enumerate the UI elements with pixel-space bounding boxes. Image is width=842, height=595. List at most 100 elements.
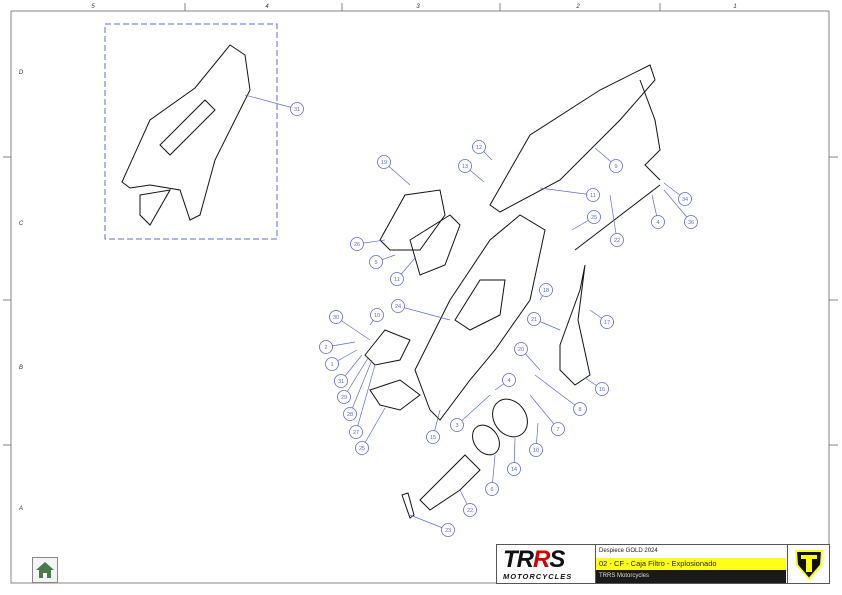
logo-text-red: R bbox=[533, 546, 550, 573]
callout-balloon: 25 bbox=[355, 407, 386, 455]
callout-balloon: 18 bbox=[539, 283, 553, 301]
leader-line bbox=[244, 94, 298, 110]
callout-balloon: 17 bbox=[589, 309, 614, 329]
balloon-circle bbox=[369, 255, 383, 269]
leader-line bbox=[361, 407, 386, 449]
balloon-circle bbox=[609, 159, 623, 173]
balloon-number: 20 bbox=[518, 347, 524, 353]
balloon-number: 27 bbox=[353, 430, 359, 436]
home-button[interactable] bbox=[32, 557, 58, 583]
balloon-circle bbox=[600, 315, 614, 329]
balloon-number: 22 bbox=[614, 238, 620, 244]
balloon-circle bbox=[343, 407, 357, 421]
balloon-circle bbox=[350, 237, 364, 251]
row-label: C bbox=[19, 221, 24, 227]
balloon-circle bbox=[472, 140, 486, 154]
trrs-logo: TRRS MOTORCYCLES bbox=[497, 545, 596, 583]
drawing-frame bbox=[3, 3, 838, 584]
trrs-shield-logo bbox=[787, 545, 830, 583]
balloon-circle bbox=[349, 425, 363, 439]
balloon-circle bbox=[334, 374, 348, 388]
balloon-circle bbox=[337, 390, 351, 404]
leader-line bbox=[456, 394, 491, 426]
balloon-circle bbox=[595, 382, 609, 396]
balloon-number: 10 bbox=[533, 448, 539, 454]
column-label: 1 bbox=[733, 4, 736, 10]
balloon-circle bbox=[441, 523, 455, 537]
home-icon bbox=[36, 562, 54, 578]
balloon-circle bbox=[463, 503, 477, 517]
callout-balloon: 31 bbox=[334, 354, 363, 388]
balloon-number: 12 bbox=[476, 145, 482, 151]
balloon-number: 13 bbox=[462, 164, 468, 170]
balloon-circle bbox=[651, 215, 665, 229]
detail-view-box bbox=[104, 23, 278, 240]
balloon-number: 2 bbox=[324, 345, 327, 351]
callout-balloon: 4 bbox=[651, 194, 665, 229]
callout-balloon: 9 bbox=[594, 147, 623, 173]
callout-balloon: 20 bbox=[514, 342, 541, 371]
balloon-number: 14 bbox=[511, 467, 517, 473]
balloon-circle bbox=[391, 299, 405, 313]
logo-text: TR bbox=[503, 546, 534, 573]
balloon-number: 7 bbox=[556, 427, 559, 433]
balloon-circle bbox=[502, 373, 516, 387]
row-label: A bbox=[18, 506, 23, 512]
balloon-number: 18 bbox=[543, 288, 549, 294]
balloon-number: 30 bbox=[333, 315, 339, 321]
column-label: 4 bbox=[265, 4, 269, 10]
balloon-circle bbox=[450, 418, 464, 432]
balloon-circle bbox=[325, 357, 339, 371]
callout-balloon: 13 bbox=[458, 159, 485, 183]
drawing-series: Despiece GOLD 2024 bbox=[599, 548, 658, 554]
callout-balloon: 5 bbox=[369, 254, 396, 269]
balloon-number: 4 bbox=[656, 220, 659, 226]
leader-line bbox=[529, 394, 559, 430]
row-label: D bbox=[19, 70, 24, 76]
leader-line bbox=[663, 189, 692, 223]
balloon-number: 10 bbox=[374, 313, 380, 319]
callout-balloon: 30 bbox=[329, 310, 371, 341]
callout-balloon: 7 bbox=[529, 394, 565, 436]
callout-balloon: 1 bbox=[325, 349, 358, 371]
balloon-number: 34 bbox=[682, 197, 688, 203]
balloon-number: 11 bbox=[394, 277, 400, 283]
column-label: 2 bbox=[575, 4, 580, 10]
leader-line bbox=[355, 364, 376, 433]
callout-balloon: 34 bbox=[663, 182, 692, 206]
balloon-circle bbox=[610, 233, 624, 247]
callout-balloon: 12 bbox=[472, 140, 493, 161]
callout-balloon: 26 bbox=[350, 237, 386, 251]
balloon-circle bbox=[485, 482, 499, 496]
balloon-number: 8 bbox=[578, 407, 581, 413]
balloon-number: 25 bbox=[359, 446, 365, 452]
balloon-number: 29 bbox=[341, 395, 347, 401]
balloon-number: 1 bbox=[330, 362, 333, 368]
balloon-circle bbox=[290, 102, 304, 116]
title-block: TRRS MOTORCYCLES Despiece GOLD 2024 02 -… bbox=[496, 544, 830, 584]
balloon-circle bbox=[529, 443, 543, 457]
balloon-number: 5 bbox=[374, 260, 377, 266]
balloon-number: 31 bbox=[294, 107, 300, 113]
balloon-number: 21 bbox=[531, 317, 537, 323]
balloon-circle bbox=[458, 159, 472, 173]
callout-balloon: 36 bbox=[663, 189, 698, 229]
balloon-circle bbox=[527, 312, 541, 326]
balloon-circle bbox=[329, 310, 343, 324]
balloon-number: 36 bbox=[688, 220, 694, 226]
balloon-circle bbox=[377, 155, 391, 169]
balloon-number: 3 bbox=[455, 423, 458, 429]
callout-balloon: 22 bbox=[609, 194, 624, 247]
callout-balloon: 23 bbox=[409, 514, 455, 537]
company-name: TRRS Motorcycles bbox=[596, 570, 786, 583]
callout-balloon: 24 bbox=[391, 299, 451, 321]
balloon-circle bbox=[684, 215, 698, 229]
logo-text: S bbox=[549, 546, 565, 573]
row-label: B bbox=[19, 365, 23, 371]
balloon-number: 22 bbox=[467, 508, 473, 514]
callout-balloon: 11 bbox=[539, 187, 600, 202]
balloon-number: 6 bbox=[490, 487, 493, 493]
balloon-number: 9 bbox=[614, 164, 617, 170]
